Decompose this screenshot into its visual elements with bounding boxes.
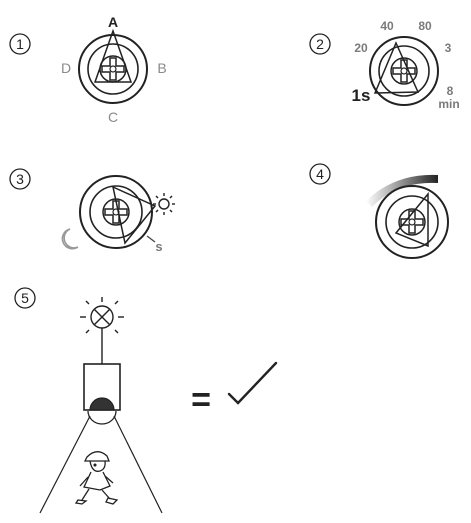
time-label-8: 8 (447, 84, 454, 98)
dial-label-b: B (157, 60, 166, 76)
step-1-number-badge: 1 (9, 33, 31, 55)
moon-icon (61, 228, 79, 250)
step-1: 1 A B C D (9, 14, 167, 125)
motion-sensor-housing (83, 363, 121, 425)
checkmark-icon (227, 361, 278, 405)
dial-label-a: A (108, 14, 118, 30)
time-label-min: min (438, 97, 459, 111)
adjustment-dial-pointer (394, 191, 429, 248)
equals-sign: = (191, 381, 211, 419)
light-dial (79, 175, 157, 249)
sensor-lens (89, 397, 115, 411)
step-2-number: 2 (316, 36, 324, 52)
step-4: 4 (309, 163, 449, 259)
rotation-arc-indicator (366, 174, 438, 207)
step-3-number: 3 (16, 171, 24, 187)
light-dial-pointer (111, 185, 157, 245)
dial-label-d: D (61, 60, 71, 76)
dial-label-c: C (108, 109, 118, 125)
step-4-number-badge: 4 (309, 163, 331, 185)
time-label-40: 40 (380, 19, 394, 33)
walking-person-icon (74, 451, 119, 505)
lamp-icon (80, 297, 124, 334)
time-dial-pointer (373, 41, 420, 94)
detection-zone (39, 415, 163, 514)
adjustment-dial (375, 185, 449, 259)
time-label-80: 80 (418, 19, 432, 33)
dial-selector (78, 28, 148, 104)
time-dial (369, 36, 439, 106)
s-label-leader (146, 235, 156, 243)
step-3-number-badge: 3 (9, 168, 31, 190)
time-label-20: 20 (354, 41, 368, 55)
step-3: 3 s (9, 168, 175, 254)
step-5-number-badge: 5 (14, 287, 36, 309)
step-5-number: 5 (21, 290, 29, 306)
step-4-number: 4 (316, 166, 324, 182)
sensitivity-label-s: s (155, 239, 162, 254)
step-2-number-badge: 2 (309, 33, 331, 55)
sun-icon (153, 193, 175, 215)
step-2: 2 1s 20 40 80 3 8 min (309, 19, 460, 111)
time-label-1s: 1s (352, 86, 371, 105)
dial-pointer (93, 28, 133, 83)
step-1-number: 1 (16, 36, 24, 52)
time-label-3: 3 (445, 41, 452, 55)
step-5: 5 (14, 287, 278, 514)
